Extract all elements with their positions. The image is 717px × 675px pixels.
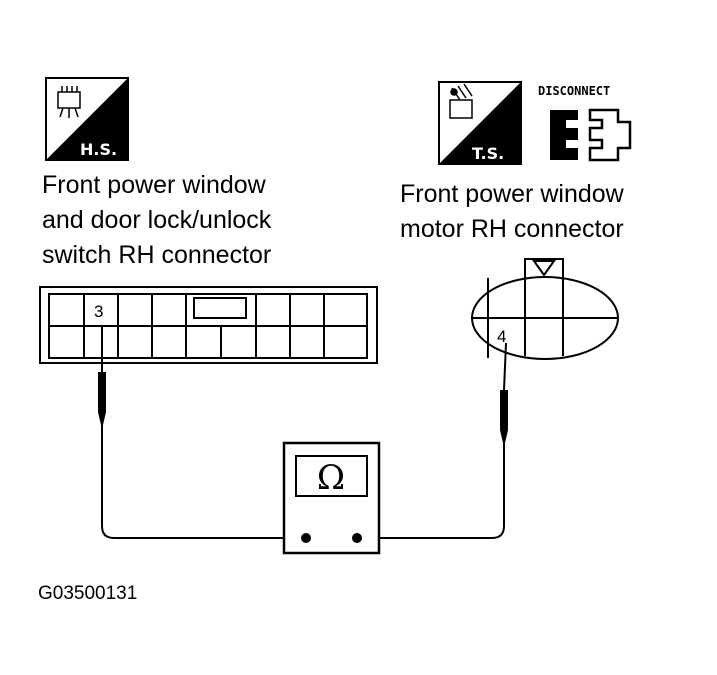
hs-badge-text: H.S. (80, 140, 117, 159)
pin-3-label: 3 (94, 302, 103, 321)
left-connector-label-line-2: and door lock/unlock (42, 206, 272, 234)
harness-side-badge: H.S. (45, 77, 129, 161)
motor-connector (471, 258, 619, 360)
switch-connector (39, 286, 378, 364)
right-test-probe (500, 342, 508, 443)
pin-4-label: 4 (497, 327, 506, 346)
right-connector-label-line-2: motor RH connector (400, 215, 624, 243)
terminal-side-badge: T.S. (438, 81, 522, 165)
meter-terminal-positive (352, 533, 362, 543)
right-test-lead (357, 443, 505, 539)
connector-lock-tab (193, 297, 247, 319)
right-connector-label-line-1: Front power window (400, 180, 625, 208)
disconnect-text: DISCONNECT (538, 84, 610, 98)
meter-terminal-negative (301, 533, 311, 543)
figure-code: G03500131 (38, 583, 137, 604)
left-test-probe (98, 326, 106, 425)
harness-connector-icon (57, 86, 81, 118)
ohmmeter (282, 441, 381, 555)
left-connector-label-line-1: Front power window (42, 171, 267, 199)
disconnect-icon (550, 108, 632, 162)
meter-display (295, 455, 368, 497)
terminal-connector-icon (449, 83, 473, 119)
ohm-symbol: Ω (317, 458, 345, 498)
left-connector-label-line-3: switch RH connector (42, 241, 271, 269)
ts-badge-text: T.S. (472, 144, 504, 163)
left-test-lead (101, 425, 306, 539)
